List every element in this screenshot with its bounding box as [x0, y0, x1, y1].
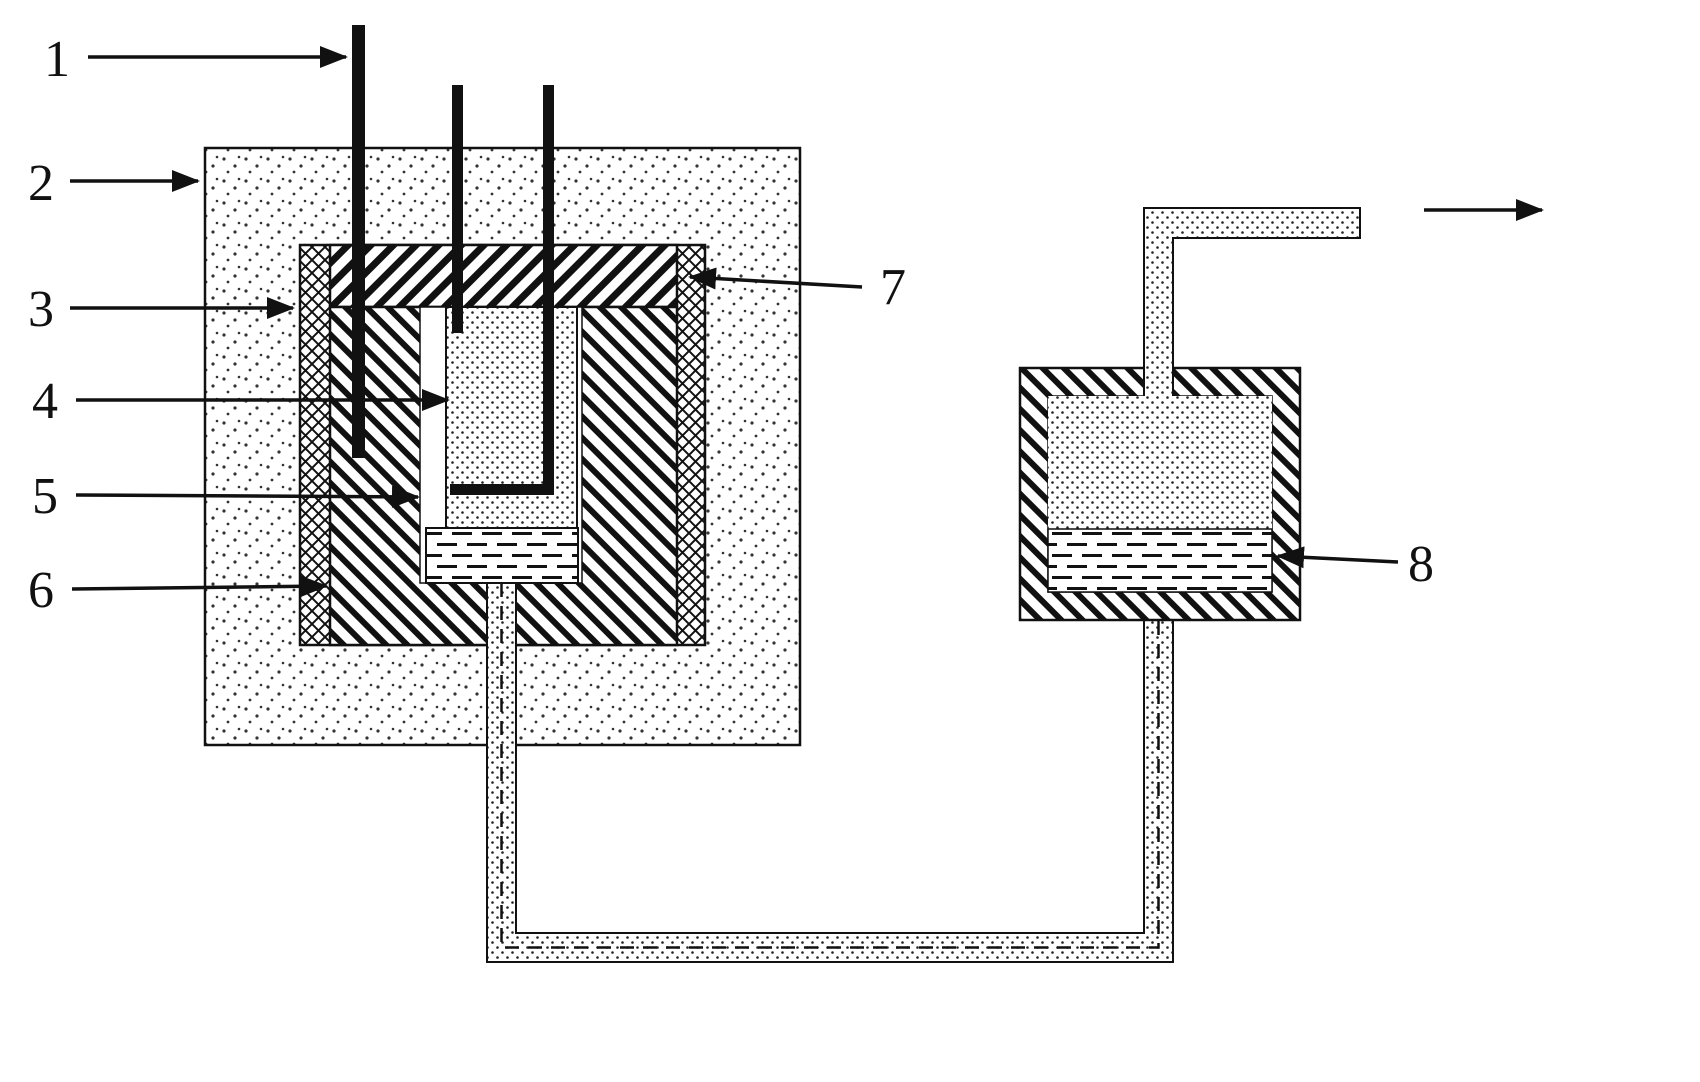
- label-3: 3: [28, 281, 54, 338]
- outlet-tube: [1143, 207, 1361, 396]
- furnace-lid: [328, 243, 679, 309]
- label-5: 5: [32, 468, 58, 525]
- collection-vessel-gas-space: [1048, 396, 1272, 529]
- connecting-tube-liquid-line: [500, 583, 1160, 949]
- collection-vessel-liquid: [1047, 528, 1273, 593]
- electrode-rod-1: [352, 25, 365, 458]
- thermocouple-rod: [543, 85, 554, 495]
- label-7: 7: [880, 259, 906, 316]
- label-2: 2: [28, 155, 54, 212]
- label-6-arrow: [71, 575, 328, 598]
- label-5-arrow: [75, 485, 420, 508]
- label-6: 6: [28, 562, 54, 619]
- crucible-liquid-layer: [425, 527, 579, 584]
- label-1: 1: [44, 31, 70, 88]
- label-4: 4: [32, 373, 58, 430]
- label-8-arrow: [1276, 546, 1399, 569]
- electrode-rod-2: [452, 85, 463, 333]
- label-7-arrow: [688, 267, 863, 290]
- label-8: 8: [1408, 536, 1434, 593]
- thermocouple-bend: [450, 484, 554, 495]
